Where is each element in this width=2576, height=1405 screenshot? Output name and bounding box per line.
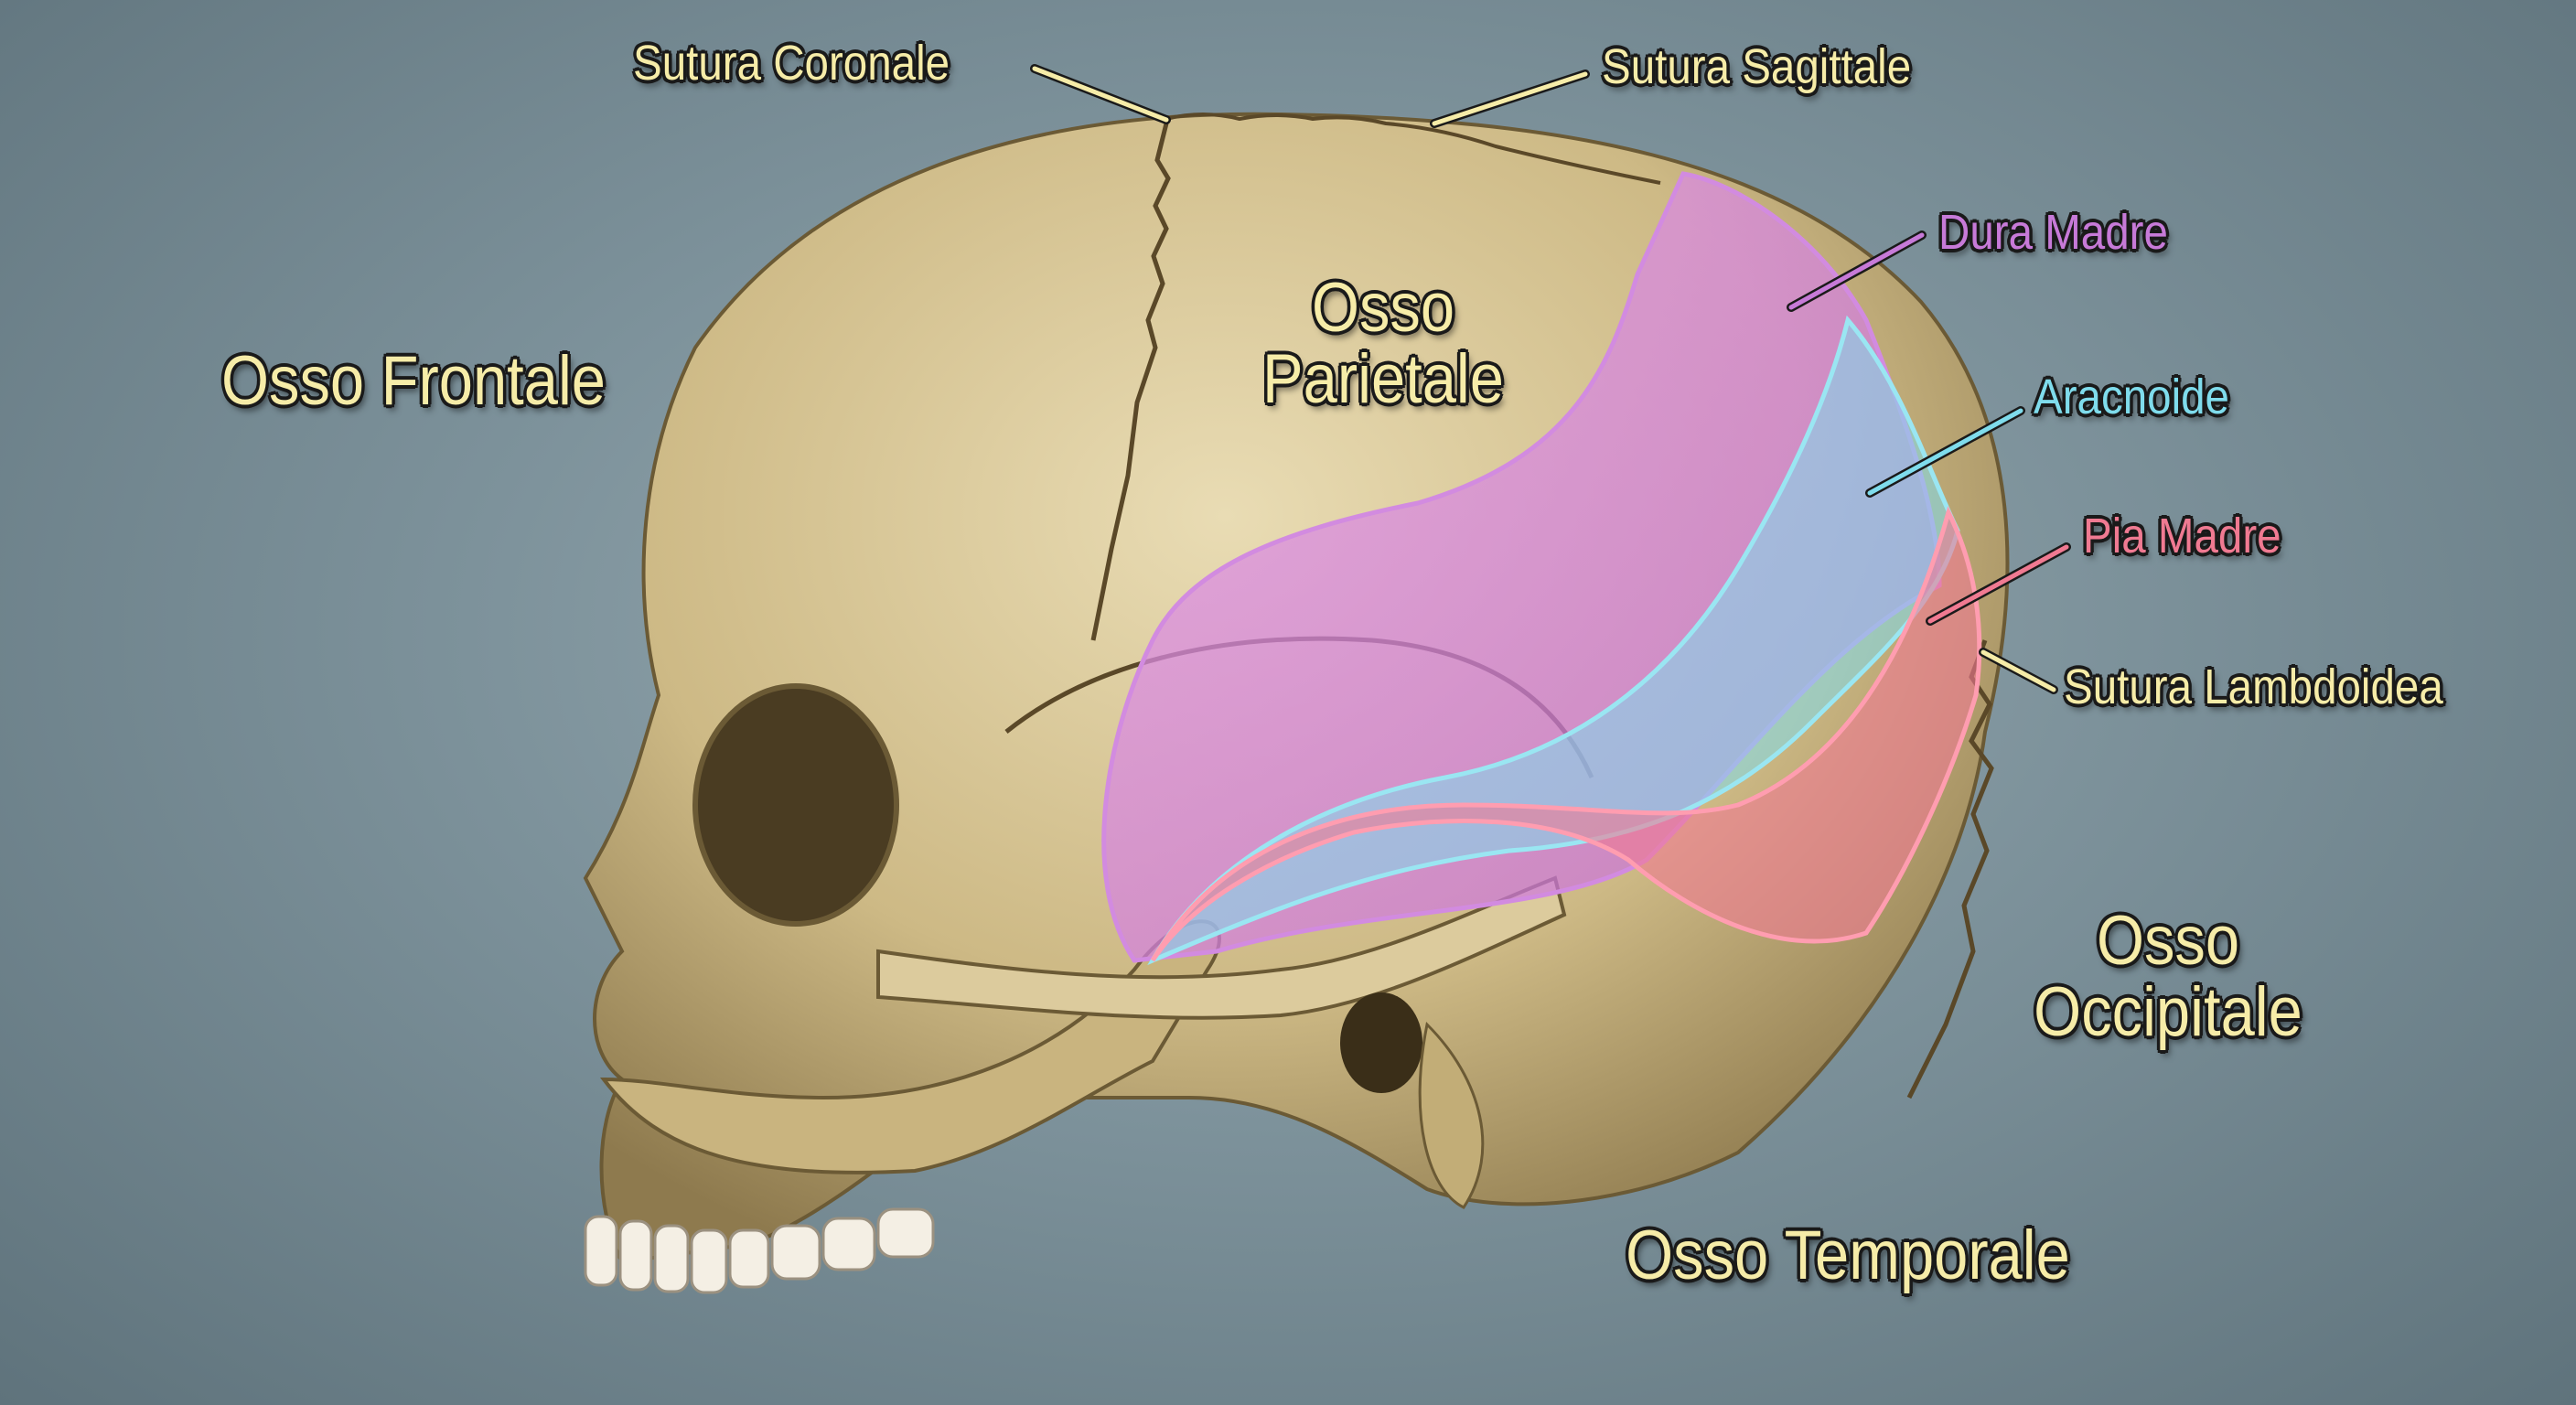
- coronale-leader: [1032, 66, 1169, 123]
- label-osso-parietale: Osso Parietale: [1262, 273, 1504, 415]
- aracnoide-leader: [1867, 408, 2023, 496]
- label-osso-parietale-line2: Parietale: [1262, 340, 1504, 418]
- lambdoidea-leader: [1980, 649, 2056, 692]
- mastoid: [1418, 1021, 1485, 1209]
- sagittal-suture: [1165, 113, 1661, 185]
- lambdoid-suture: [1906, 639, 1994, 1099]
- label-dura-madre: Dura Madre: [1938, 205, 2168, 260]
- pia-leader: [1927, 544, 2069, 624]
- label-osso-occipitale: Osso Occipitale: [2034, 906, 2302, 1048]
- coronal-suture: [1090, 123, 1171, 641]
- dura-leader: [1788, 232, 1925, 310]
- orbit: [692, 683, 899, 927]
- label-osso-occipitale-line1: Osso: [2096, 902, 2240, 980]
- label-osso-temporale: Osso Temporale: [1626, 1217, 2070, 1294]
- sagittale-leader: [1432, 71, 1588, 126]
- label-osso-frontale: Osso Frontale: [220, 342, 606, 420]
- zygomatic-arch: [876, 875, 1567, 1020]
- label-sutura-sagittale: Sutura Sagittale: [1602, 39, 1912, 94]
- label-osso-occipitale-line2: Occipitale: [2034, 973, 2302, 1051]
- pia-madre-layer: [1150, 506, 1982, 962]
- label-osso-parietale-line1: Osso: [1311, 269, 1455, 347]
- label-aracnoide: Aracnoide: [2034, 370, 2229, 424]
- teeth: [584, 1207, 935, 1294]
- label-sutura-coronale: Sutura Coronale: [633, 36, 950, 91]
- label-pia-madre: Pia Madre: [2083, 509, 2281, 563]
- label-sutura-lambdoidea: Sutura Lambdoidea: [2064, 660, 2443, 714]
- ear-canal: [1340, 992, 1422, 1093]
